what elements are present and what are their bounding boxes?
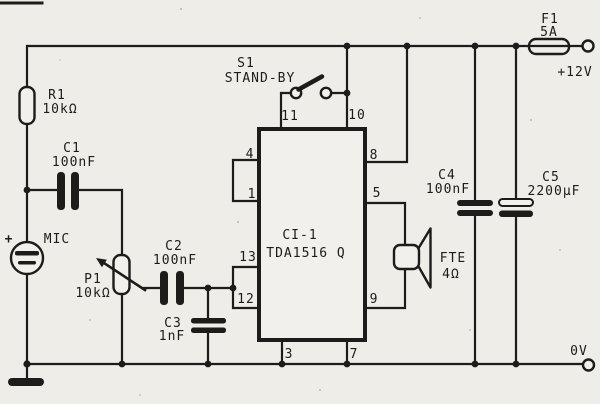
pin-label-4: 4 — [246, 147, 255, 162]
capacitor-c5-plate-positive — [498, 198, 534, 207]
ic-ref: CI-1 — [282, 228, 317, 243]
microphone: + MIC — [5, 232, 70, 276]
supply-voltage-label: +12V — [557, 65, 592, 80]
wire-pin5-to-speaker — [363, 201, 407, 247]
pin-label-12: 12 — [237, 292, 255, 307]
wire-pin11-to-switch — [279, 91, 293, 131]
capacitor-c3-value: 1nF — [159, 329, 185, 344]
pin-label-11: 11 — [281, 109, 299, 124]
switch-contact — [319, 86, 333, 100]
speaker-impedance: 4Ω — [442, 267, 460, 282]
ic-part-number: TDA1516 Q — [266, 246, 345, 261]
potentiometer-p1-wiper-arrowhead — [96, 258, 107, 268]
wire-pin8-rail — [363, 44, 409, 164]
capacitor-c4-plate — [457, 200, 493, 206]
capacitor-c2-ref: C2 — [165, 239, 183, 254]
microphone-body — [9, 240, 45, 276]
capacitor-c5-value: 2200µF — [528, 184, 581, 199]
capacitor-c2: C2 100nF — [153, 239, 197, 305]
capacitor-c1-plate — [57, 172, 65, 210]
resistor-r1-body — [18, 85, 36, 126]
potentiometer-p1: P1 10kΩ — [75, 253, 147, 301]
pin-label-8: 8 — [370, 148, 379, 163]
switch-s1-standby: S1 STAND-BY — [225, 56, 333, 100]
capacitor-c3-plate — [191, 327, 226, 333]
capacitor-c1-plate — [71, 172, 79, 210]
ic-pin-labels: 11 10 4 1 8 5 13 12 9 3 7 — [237, 108, 382, 362]
pin-label-1: 1 — [248, 187, 257, 202]
wire-pin4-pin1-box — [231, 158, 261, 203]
fuse-f1: F1 5A — [527, 12, 571, 56]
capacitor-c4-ref: C4 — [438, 168, 456, 183]
ground-terminal-0v: 0V — [570, 344, 596, 372]
capacitor-c1-ref: C1 — [63, 141, 81, 156]
pin-label-3: 3 — [285, 347, 294, 362]
switch-s1-label: STAND-BY — [225, 71, 296, 86]
speaker-fte: FTE 4Ω — [392, 227, 466, 289]
capacitor-c2-value: 100nF — [153, 253, 197, 268]
pin-label-13: 13 — [239, 250, 257, 265]
ground-symbol — [8, 378, 44, 386]
wire-c1-to-p1 — [25, 188, 124, 366]
ground-voltage-label: 0V — [570, 344, 588, 359]
potentiometer-p1-ref: P1 — [84, 272, 102, 287]
pin-label-7: 7 — [350, 347, 359, 362]
microphone-element — [18, 261, 36, 265]
ic-body — [257, 127, 367, 342]
ground-terminal-circle — [581, 358, 596, 372]
microphone-element — [15, 251, 39, 256]
paper-noise — [59, 8, 561, 396]
capacitor-c5-plate-negative — [499, 210, 533, 217]
capacitor-c3: C3 1nF — [159, 316, 226, 344]
capacitor-c1: C1 100nF — [52, 141, 96, 210]
wire-speaker-to-pin9 — [363, 267, 407, 310]
capacitor-c2-plate — [160, 271, 168, 305]
switch-s1-ref: S1 — [237, 56, 255, 71]
pin-label-5: 5 — [373, 186, 382, 201]
speaker-driver — [392, 243, 421, 271]
pin-label-10: 10 — [348, 108, 366, 123]
capacitor-c4-value: 100nF — [426, 182, 470, 197]
speaker-ref: FTE — [440, 251, 466, 266]
resistor-r1-value: 10kΩ — [42, 102, 77, 117]
junction-dots — [23, 42, 520, 368]
microphone-polarity: + — [5, 232, 14, 247]
switch-lever — [296, 74, 325, 92]
speaker-cone — [416, 227, 432, 289]
capacitor-c3-ref: C3 — [164, 316, 182, 331]
capacitor-c1-value: 100nF — [52, 155, 96, 170]
ic-tda1516q: CI-1 TDA1516 Q — [257, 127, 367, 342]
potentiometer-p1-wiper — [102, 261, 147, 292]
capacitor-c4-plate — [457, 210, 493, 216]
resistor-r1-ref: R1 — [48, 88, 66, 103]
fuse-rating: 5A — [540, 25, 558, 40]
supply-terminal-12v: +12V — [557, 39, 595, 80]
capacitor-c4: C4 100nF — [426, 168, 493, 216]
fuse-ref: F1 — [541, 12, 559, 27]
microphone-label: MIC — [44, 232, 70, 247]
capacitor-c5: C5 2200µF — [498, 170, 581, 217]
fuse-body — [527, 37, 571, 56]
resistor-r1: R1 10kΩ — [18, 85, 77, 126]
capacitor-c2-plate — [176, 271, 184, 305]
potentiometer-p1-value: 10kΩ — [75, 286, 110, 301]
pin-label-9: 9 — [370, 292, 379, 307]
capacitor-c5-ref: C5 — [542, 170, 560, 185]
supply-terminal-circle — [581, 39, 595, 53]
capacitor-c3-plate — [191, 318, 226, 324]
